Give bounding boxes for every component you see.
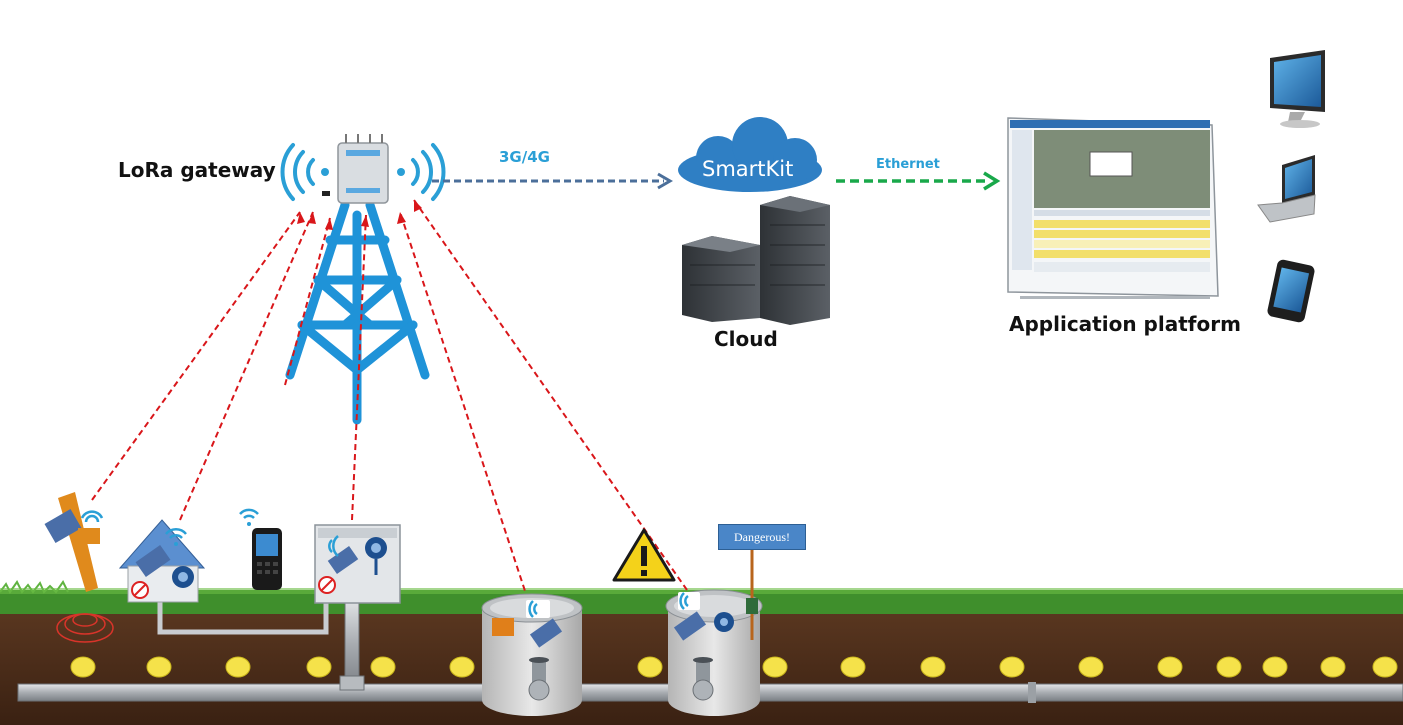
wifi-signal-icon (328, 535, 339, 557)
sensor-icon (135, 545, 194, 588)
app-platform-screen (1007, 117, 1219, 299)
marker (999, 656, 1025, 678)
pipe-joint (1028, 682, 1036, 703)
lora-arrowheads (297, 200, 422, 230)
marker (920, 656, 946, 678)
valve-icon (528, 657, 550, 701)
handheld-terminal-icon (252, 528, 282, 590)
wifi-signal-icon (239, 508, 259, 526)
lora-link (284, 217, 331, 386)
lora-links (91, 199, 688, 601)
cellular-link-label: 3G/4G (499, 148, 550, 166)
monitor-icon (1270, 50, 1325, 128)
marker (70, 656, 96, 678)
smartphone-icon (1267, 259, 1315, 323)
lora-link (351, 214, 367, 521)
server-icon (682, 196, 830, 325)
marker (146, 656, 172, 678)
sensor-icon (529, 618, 563, 648)
lora-link (91, 211, 301, 501)
wifi-signal-icon (165, 528, 187, 546)
cellular-link (432, 172, 673, 190)
lora-link (399, 211, 529, 601)
marker (762, 656, 788, 678)
lora-gateway-icon (322, 134, 389, 204)
ethernet-link-label: Ethernet (876, 157, 940, 172)
app-platform-label: Application platform (1009, 312, 1241, 336)
pipeline-markers (70, 656, 1398, 678)
marker (1216, 656, 1242, 678)
ethernet-link (836, 171, 1001, 191)
marker (1262, 656, 1288, 678)
pipe-locator-icon (44, 492, 114, 643)
marker (1320, 656, 1346, 678)
house-icon (118, 519, 206, 603)
wifi-signal-icon (280, 143, 446, 201)
cabinet-icon (314, 524, 401, 604)
marker (370, 656, 396, 678)
marker (840, 656, 866, 678)
riser-joint (339, 675, 365, 691)
sensor-icon (327, 537, 387, 575)
cable (157, 600, 329, 635)
marker (306, 656, 332, 678)
marker (1157, 656, 1183, 678)
wifi-signal-icon (80, 510, 104, 523)
marker (225, 656, 251, 678)
warning-tag: Dangerous! (718, 524, 806, 550)
gateway-label: LoRa gateway (118, 158, 276, 182)
marker (449, 656, 475, 678)
cloud-icon (678, 117, 822, 192)
cloud-label: Cloud (714, 327, 778, 351)
lora-link (179, 211, 314, 521)
sensor-icon (673, 611, 734, 641)
valve-icon (692, 657, 714, 701)
marker (637, 656, 663, 678)
cloud-brand-label: SmartKit (702, 157, 794, 181)
laptop-icon (1257, 155, 1316, 223)
riser-pipe (344, 597, 360, 689)
wifi-signal-icon (678, 592, 700, 610)
warning-icon (612, 528, 676, 582)
wifi-signal-icon (526, 600, 550, 618)
marker (1372, 656, 1398, 678)
radio-tower-icon (285, 200, 430, 425)
marker (1078, 656, 1104, 678)
